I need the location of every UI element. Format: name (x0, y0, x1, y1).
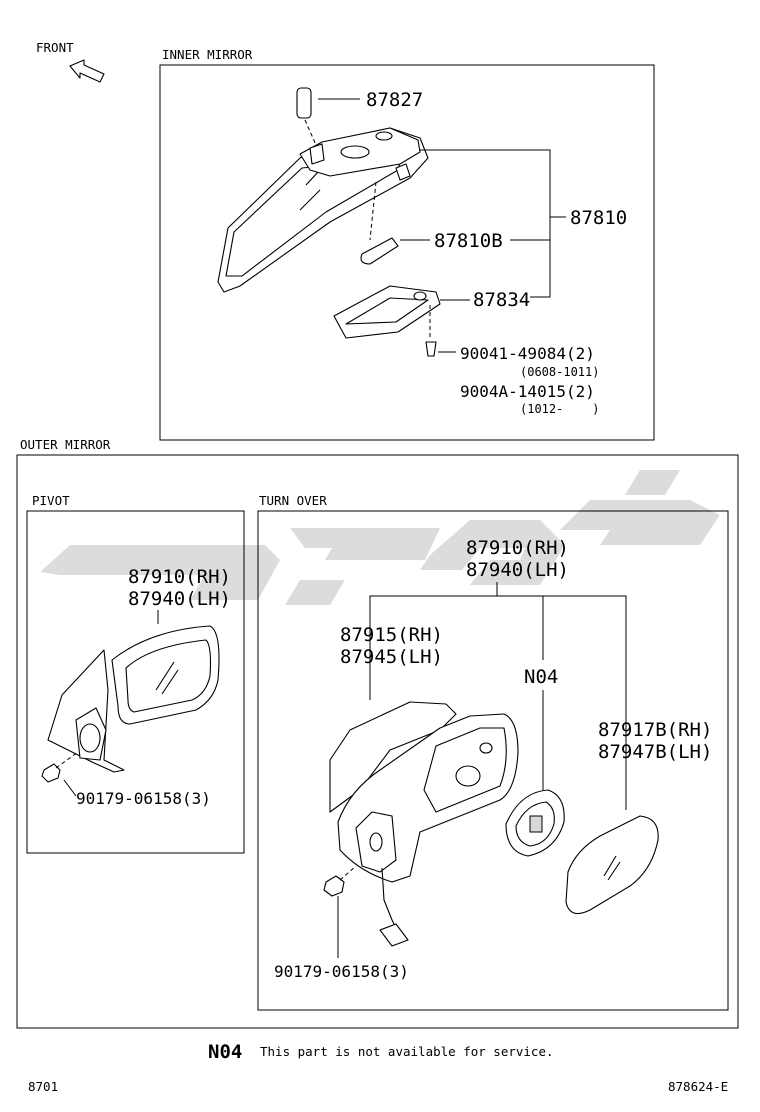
glass-rh-label: 87917B(RH) (598, 719, 712, 741)
outer-mirror-box (16, 454, 739, 1029)
turnover-nut-label: 90179-06158(3) (274, 962, 409, 981)
page-code-right: 878624-E (668, 1079, 728, 1094)
pivot-title: PIVOT (32, 493, 70, 508)
glass-lh-label: 87947B(LH) (598, 741, 712, 763)
turn-over-title: TURN OVER (259, 493, 327, 508)
pivot-mirror-drawing (41, 625, 220, 783)
front-arrow-icon (69, 59, 105, 83)
outer-mirror-title: OUTER MIRROR (20, 437, 111, 452)
note-code: N04 (208, 1041, 242, 1063)
pivot-nut-label: 90179-06158(3) (76, 789, 211, 808)
screw-9004A-range: (1012- ) (520, 402, 599, 416)
page-code-left: 8701 (28, 1079, 58, 1094)
pivot-assy-lh-label: 87940(LH) (128, 588, 231, 610)
inner-mirror-box (159, 64, 655, 441)
turnover-assy-lh-label: 87940(LH) (466, 559, 569, 581)
screw-90041-range: (0608-1011) (520, 365, 599, 379)
part-87810B-label: 87810B (434, 230, 503, 252)
part-87827-label: 87827 (366, 89, 423, 111)
turnover-assy-rh-label: 87910(RH) (466, 537, 569, 559)
pivot-box (26, 510, 245, 854)
turn-over-mirror-drawing (323, 701, 659, 947)
turn-over-box (257, 510, 729, 1011)
actuator-n04-label: N04 (524, 666, 558, 688)
note-text: This part is not available for service. (260, 1044, 554, 1059)
part-87834-label: 87834 (473, 289, 530, 311)
pivot-assy-rh-label: 87910(RH) (128, 566, 231, 588)
front-label: FRONT (36, 40, 74, 55)
screw-9004A-label: 9004A-14015(2) (460, 382, 595, 401)
screw-90041-label: 90041-49084(2) (460, 344, 595, 363)
cover-rh-label: 87915(RH) (340, 624, 443, 646)
inner-mirror-title: INNER MIRROR (162, 47, 253, 62)
cover-lh-label: 87945(LH) (340, 646, 443, 668)
part-87810-label: 87810 (570, 207, 627, 229)
inner-mirror-drawing (217, 87, 441, 357)
